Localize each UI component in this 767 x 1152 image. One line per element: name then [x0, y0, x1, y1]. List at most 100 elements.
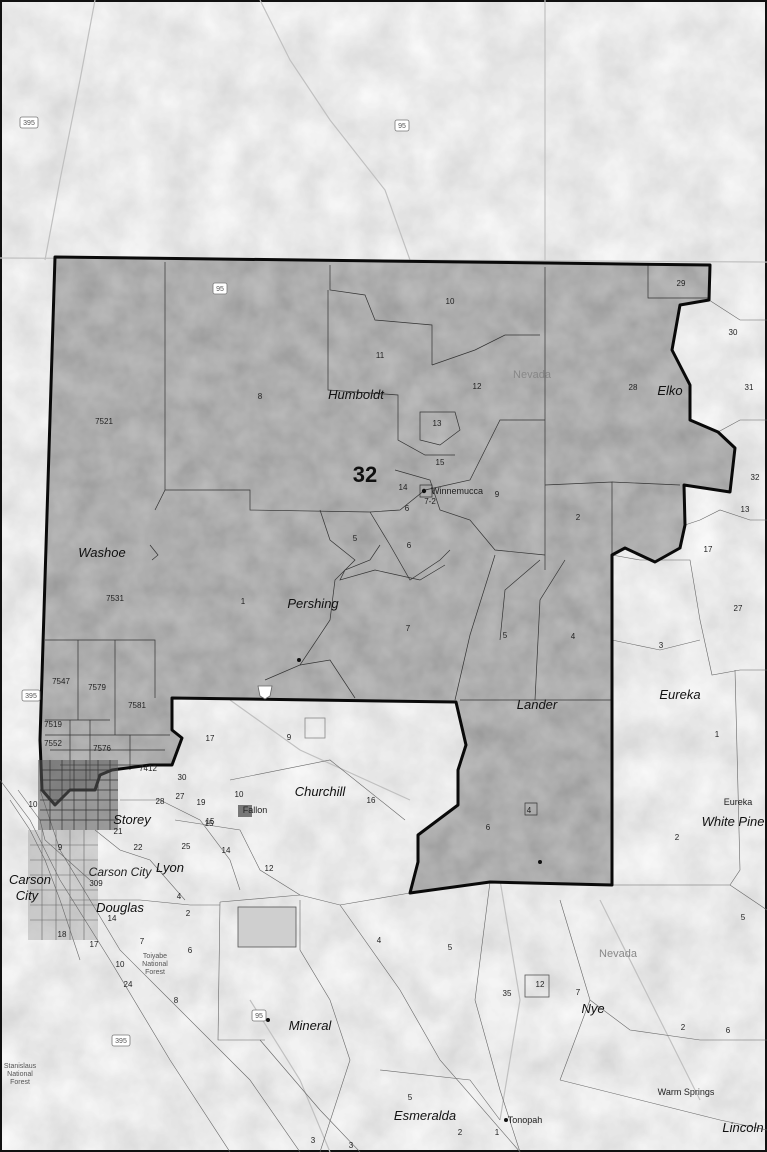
svg-text:10: 10 [235, 790, 244, 799]
svg-text:18: 18 [58, 930, 67, 939]
highway-shield-95-mineral: 95 [251, 1009, 267, 1022]
svg-text:3: 3 [311, 1136, 316, 1145]
county-label-white-pine: White Pine [702, 814, 765, 829]
svg-text:25: 25 [182, 842, 191, 851]
svg-text:28: 28 [629, 383, 638, 392]
svg-text:4: 4 [377, 936, 382, 945]
svg-text:11: 11 [376, 351, 385, 360]
svg-text:12: 12 [473, 382, 482, 391]
svg-text:2: 2 [681, 1023, 686, 1032]
svg-text:32: 32 [751, 473, 760, 482]
svg-text:6: 6 [188, 946, 193, 955]
svg-text:309: 309 [89, 879, 103, 888]
highway-shield-95-winnemucca: 95 [212, 282, 228, 295]
svg-text:1: 1 [715, 730, 720, 739]
svg-text:17: 17 [90, 940, 99, 949]
svg-text:5: 5 [503, 631, 508, 640]
county-label-storey: Storey [113, 812, 152, 827]
svg-text:27: 27 [734, 604, 743, 613]
svg-text:1: 1 [495, 1128, 500, 1137]
svg-text:6: 6 [486, 823, 491, 832]
svg-text:7: 7 [576, 988, 581, 997]
svg-text:7576: 7576 [93, 744, 111, 753]
place-fallon: Fallon [243, 805, 268, 815]
svg-text:30: 30 [178, 773, 187, 782]
forest-labels: Toiyabe National Forest Stanislaus Natio… [4, 953, 168, 1086]
county-label-lyon: Lyon [156, 860, 184, 875]
svg-text:13: 13 [741, 505, 750, 514]
svg-text:5: 5 [353, 534, 358, 543]
highway-shield-395-north: 395 [19, 116, 39, 129]
place-eureka: Eureka [724, 797, 753, 807]
state-label-north: Nevada [513, 369, 552, 381]
district-precinct-lines [45, 262, 710, 816]
svg-text:15: 15 [436, 458, 445, 467]
county-label-nye: Nye [581, 1001, 604, 1016]
svg-text:6: 6 [405, 504, 410, 513]
svg-text:7531: 7531 [106, 594, 124, 603]
county-label-churchill: Churchill [295, 784, 347, 799]
county-label-humboldt: Humboldt [328, 387, 385, 402]
svg-text:Forest: Forest [10, 1079, 30, 1086]
county-label-mineral: Mineral [289, 1018, 333, 1033]
svg-text:95: 95 [216, 286, 224, 293]
svg-text:5: 5 [408, 1093, 413, 1102]
highway-shield-95-north: 95 [394, 119, 410, 132]
svg-text:National: National [142, 961, 168, 968]
svg-text:21: 21 [114, 827, 123, 836]
svg-text:7-2: 7-2 [424, 497, 436, 506]
svg-text:5: 5 [448, 943, 453, 952]
highway-shield-395-south: 395 [111, 1034, 131, 1047]
svg-text:Forest: Forest [145, 969, 165, 976]
svg-text:10: 10 [446, 297, 455, 306]
svg-text:24: 24 [124, 980, 133, 989]
svg-text:12: 12 [536, 980, 545, 989]
svg-text:7579: 7579 [88, 683, 106, 692]
svg-text:2: 2 [576, 513, 581, 522]
svg-text:35: 35 [503, 989, 512, 998]
svg-text:National: National [7, 1071, 33, 1078]
churchill-map-features [237, 717, 550, 998]
svg-text:Toiyabe: Toiyabe [143, 953, 167, 960]
svg-text:3: 3 [349, 1141, 354, 1150]
svg-text:7: 7 [140, 937, 145, 946]
svg-text:95: 95 [398, 123, 406, 130]
svg-text:14: 14 [108, 914, 117, 923]
svg-text:8: 8 [258, 392, 263, 401]
svg-text:Stanislaus: Stanislaus [4, 1063, 37, 1070]
svg-text:22: 22 [134, 843, 143, 852]
county-label-pershing: Pershing [287, 596, 339, 611]
county-labels: Humboldt Elko Washoe Pershing Lander Eur… [9, 383, 764, 1135]
county-label-carson-city: Carson City [89, 865, 153, 879]
svg-text:13: 13 [433, 419, 442, 428]
svg-text:14: 14 [222, 846, 231, 855]
state-label-south: Nevada [599, 948, 638, 960]
svg-text:14: 14 [399, 483, 408, 492]
svg-text:395: 395 [23, 120, 35, 127]
svg-text:1: 1 [241, 597, 246, 606]
svg-text:17: 17 [206, 734, 215, 743]
fallon-town-area [238, 805, 252, 817]
svg-text:19: 19 [197, 798, 206, 807]
svg-text:395: 395 [25, 693, 37, 700]
place-tonopah: Tonopah [508, 1115, 543, 1125]
svg-text:5: 5 [741, 913, 746, 922]
svg-text:31: 31 [745, 383, 754, 392]
place-labels: Winnemucca Fallon Eureka Tonopah Warm Sp… [243, 486, 753, 1125]
place-warm-springs: Warm Springs [658, 1087, 715, 1097]
county-label-esmeralda: Esmeralda [394, 1108, 456, 1123]
svg-text:7581: 7581 [128, 701, 146, 710]
svg-text:10: 10 [116, 960, 125, 969]
interstate-80-shield [257, 685, 273, 700]
svg-text:6: 6 [726, 1026, 731, 1035]
svg-text:9: 9 [495, 490, 500, 499]
svg-text:27: 27 [176, 792, 185, 801]
district-precinct-labels: 10 11 12 13 15 14 9 8 7521 29 28 2 7-2 6… [44, 279, 686, 832]
svg-text:9: 9 [287, 733, 292, 742]
county-label-douglas: Douglas [96, 900, 144, 915]
svg-text:6: 6 [407, 541, 412, 550]
svg-text:16: 16 [367, 796, 376, 805]
